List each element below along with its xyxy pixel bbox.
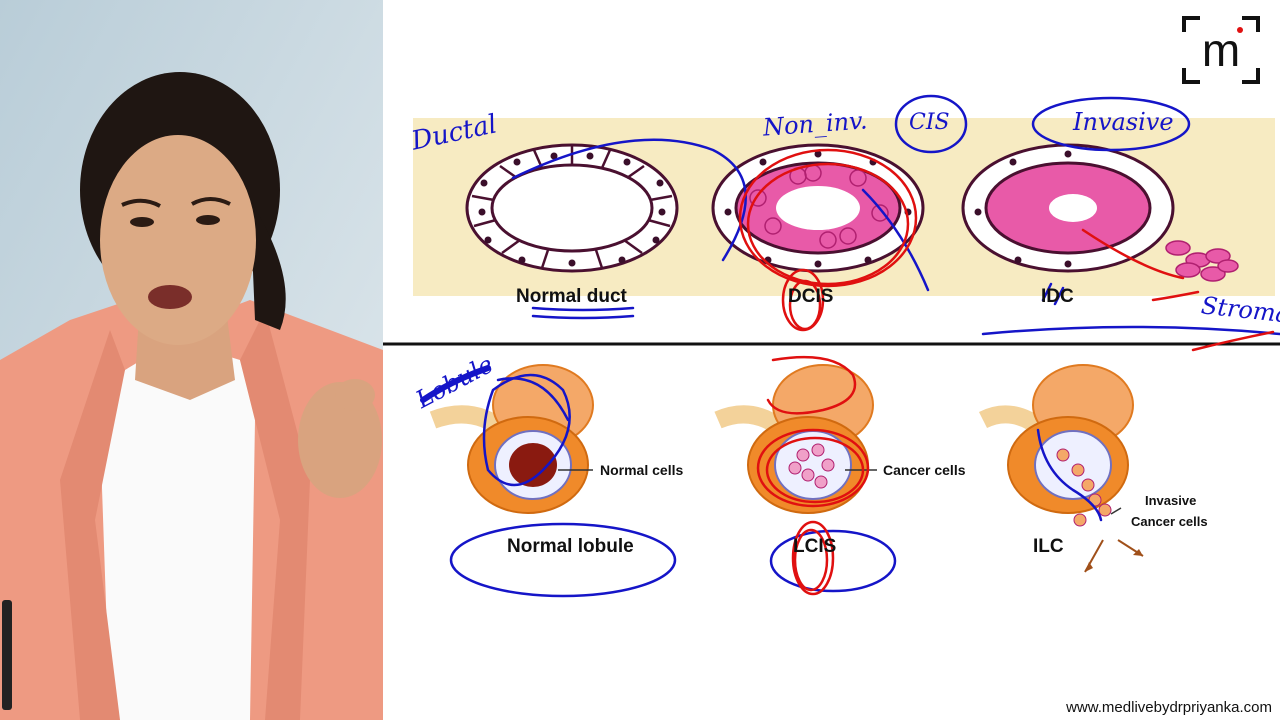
label-invasive: Invasive <box>1145 493 1197 508</box>
label-normal-lobule: Normal lobule <box>507 536 634 557</box>
label-invasive-cancer-cells: Cancer cells <box>1131 514 1208 529</box>
annotation-invasive: Invasive <box>1073 108 1174 136</box>
annotation-cis: CIS <box>909 110 950 135</box>
brand-logo: m <box>1180 14 1262 86</box>
blue-ink-annotations <box>420 94 1280 598</box>
logo-letter: m <box>1202 24 1240 76</box>
label-dcis: DCIS <box>788 286 834 307</box>
label-idc: IDC <box>1041 286 1074 307</box>
slide-canvas: Normal duct DCIS IDC Normal cells Cancer… <box>383 0 1280 720</box>
normal-duct-diagram <box>465 143 679 273</box>
dcis-diagram <box>711 143 925 273</box>
red-ink-annotations <box>738 148 1275 596</box>
presenter-video <box>0 0 383 720</box>
label-normal-duct: Normal duct <box>516 286 627 307</box>
label-lcis: LCIS <box>793 536 837 557</box>
label-ilc: ILC <box>1033 536 1064 557</box>
label-normal-cells: Normal cells <box>600 462 684 478</box>
label-cancer-cells: Cancer cells <box>883 462 966 478</box>
ilc-diagram <box>978 364 1144 573</box>
website-url: www.medlivebydrpriyanka.com <box>1066 699 1272 716</box>
idc-diagram <box>961 143 1239 282</box>
